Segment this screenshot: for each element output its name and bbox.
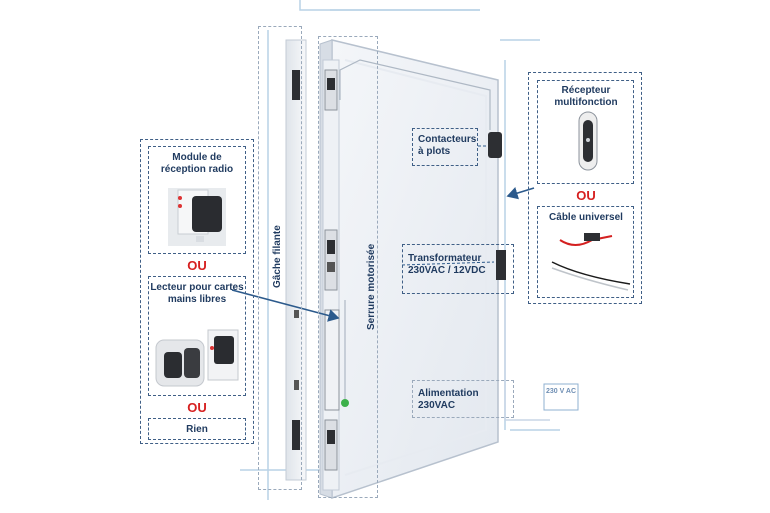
serrure-box [318, 36, 378, 498]
label-transformateur: Transformateur 230VAC / 12VDC [408, 253, 486, 276]
label-ou-1: OU [187, 258, 207, 273]
recepteur-box [537, 80, 634, 184]
label-cable: Câble universel [549, 212, 623, 223]
label-lecteur: Lecteur pour cartes mains libres [150, 282, 244, 305]
label-ou-3: OU [576, 188, 596, 203]
gache-box [258, 26, 302, 490]
module-radio-box [148, 146, 246, 254]
label-plug: 230 V AC [545, 388, 577, 395]
label-module-radio: Module de réception radio [160, 152, 234, 175]
cable-box [537, 206, 634, 298]
transformateur-box [402, 244, 514, 294]
arrow-to-lock [231, 289, 340, 322]
label-rien: Rien [186, 424, 208, 435]
label-contacteurs: Contacteurs à plots [418, 134, 477, 157]
alimentation-box [412, 380, 514, 418]
label-serrure: Serrure motorisée [366, 243, 377, 330]
label-ou-2: OU [187, 400, 207, 415]
label-gache: Gâche filante [272, 225, 283, 288]
lecteur-box [148, 276, 246, 396]
contacteurs-box [412, 128, 478, 166]
arrow-to-frame [506, 187, 535, 200]
left-options-box [140, 139, 254, 444]
rien-box [148, 418, 246, 440]
right-options-box [528, 72, 642, 304]
label-alimentation: Alimentation 230VAC [418, 388, 479, 411]
label-recepteur: Récepteur multifonction [554, 85, 618, 108]
